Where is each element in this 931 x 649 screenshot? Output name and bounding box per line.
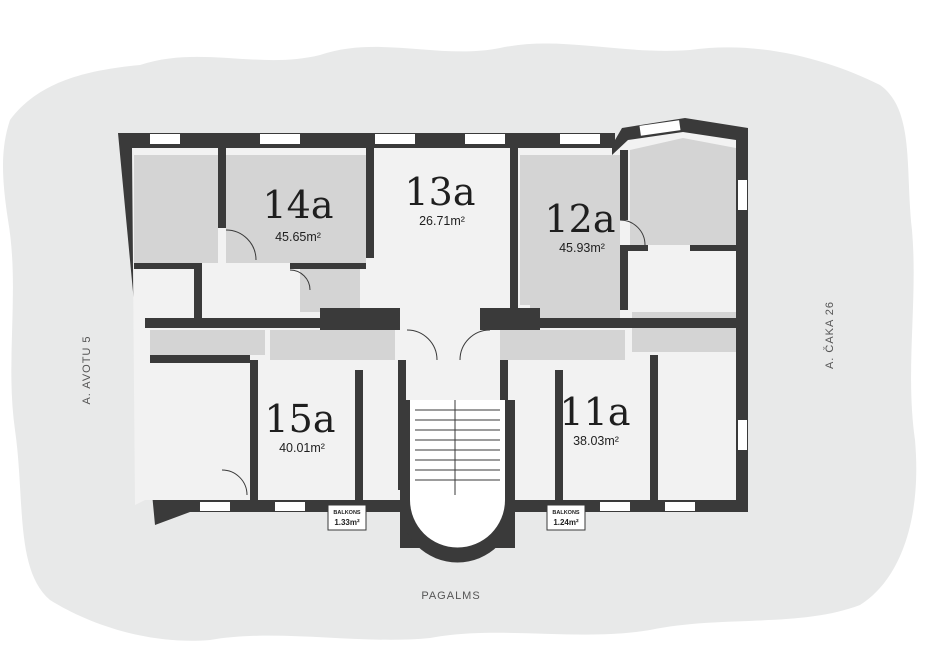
room-fills	[134, 138, 736, 360]
apartment-area: 45.65m²	[275, 230, 321, 244]
apartment-number: 12a	[544, 197, 615, 241]
apartment-area: 26.71m²	[419, 214, 465, 228]
apartment-15a-label: 15a 40.01m²	[264, 397, 335, 455]
apartment-area: 38.03m²	[573, 434, 619, 448]
apartment-11a-label: 11a 38.03m²	[559, 390, 630, 448]
apartment-12a-label: 12a 45.93m²	[544, 197, 615, 255]
balcony-label: BALKONS	[552, 510, 580, 516]
door-swings	[221, 219, 646, 496]
windows	[150, 120, 747, 511]
balcony-label: BALKONS	[333, 510, 361, 516]
street-label-right: A. ČAKA 26	[823, 301, 836, 369]
stairwell	[400, 400, 515, 563]
apartment-14a-label: 14a 45.65m²	[262, 183, 333, 244]
apartment-number: 11a	[559, 390, 630, 434]
balcony-area: 1.24m²	[553, 518, 579, 527]
apartment-number: 15a	[264, 397, 335, 441]
apartment-area: 40.01m²	[279, 441, 325, 455]
balcony-11a: BALKONS 1.24m²	[546, 504, 586, 531]
apartment-number: 13a	[404, 170, 475, 214]
street-label-left: A. AVOTU 5	[81, 335, 93, 404]
balcony-area: 1.33m²	[334, 518, 360, 527]
balcony-15a: BALKONS 1.33m²	[327, 504, 367, 531]
street-label-bottom: PAGALMS	[421, 590, 480, 602]
apartment-number: 14a	[262, 183, 333, 227]
apartment-area: 45.93m²	[559, 241, 605, 255]
apartment-13a-label: 13a 26.71m²	[404, 170, 475, 228]
